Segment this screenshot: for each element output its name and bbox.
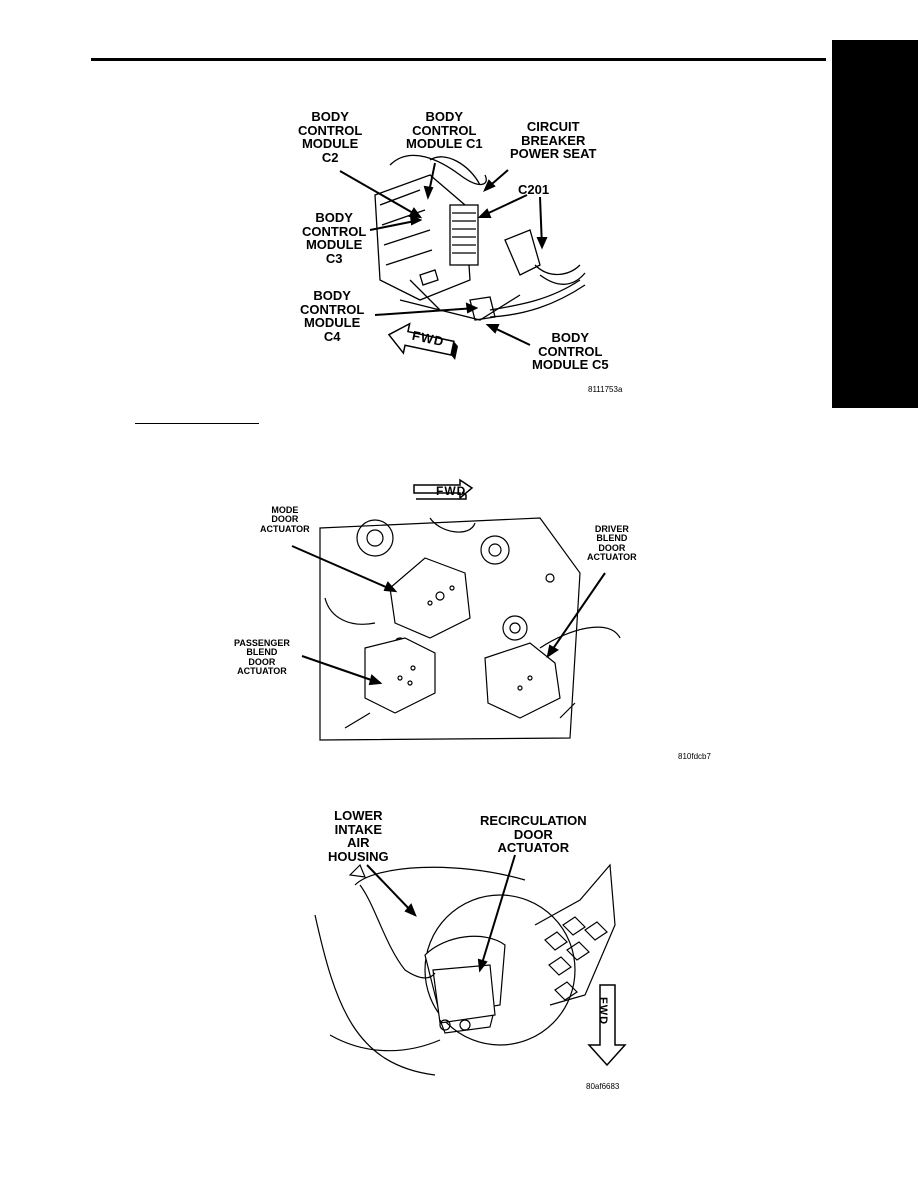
label-recirculation-door-actuator: RECIRCULATION DOOR ACTUATOR	[480, 813, 587, 856]
section-heading-underline	[135, 423, 259, 424]
figure-bcm-illustration	[339, 154, 586, 360]
header-rule	[91, 58, 826, 61]
label-mode-door-actuator: MODE DOOR ACTUATOR	[260, 505, 310, 534]
figure-id: 810fdcb7	[678, 752, 711, 761]
figure-recirc-illustration	[314, 854, 627, 1076]
label-driver-blend-door-actuator: DRIVER BLEND DOOR ACTUATOR	[587, 524, 637, 563]
figure-id: 80af6683	[586, 1082, 620, 1091]
figure-hvac-illustration	[291, 478, 621, 741]
section-tab	[832, 40, 918, 408]
label-circuit-breaker-power-seat: CIRCUIT BREAKER POWER SEAT	[510, 119, 597, 162]
fwd-arrow-label: FWD	[436, 484, 467, 498]
label-passenger-blend-door-actuator: PASSENGER BLEND DOOR ACTUATOR	[234, 638, 290, 677]
figure-id: 8111753a	[588, 385, 623, 394]
label-bcm-c4: BODY CONTROL MODULE C4	[300, 288, 365, 344]
figure-hvac-actuators: FWD MODE DOOR ACTUATOR DRIVER BLEND DOOR…	[230, 478, 730, 768]
label-bcm-c2: BODY CONTROL MODULE C2	[298, 109, 363, 165]
label-bcm-c5: BODY CONTROL MODULE C5	[532, 330, 609, 373]
label-bcm-c1: BODY CONTROL MODULE C1	[406, 109, 483, 152]
figure-bcm-connectors: BODY CONTROL MODULE C2 BODY CONTROL MODU…	[280, 105, 640, 405]
label-c201: C201	[518, 182, 550, 197]
figure-recirculation-actuator: LOWER INTAKE AIR HOUSING RECIRCULATION D…	[295, 805, 635, 1095]
label-lower-intake-air-housing: LOWER INTAKE AIR HOUSING	[328, 808, 389, 864]
fwd-arrow-label: FWD	[597, 996, 610, 1026]
label-bcm-c3: BODY CONTROL MODULE C3	[302, 210, 367, 266]
